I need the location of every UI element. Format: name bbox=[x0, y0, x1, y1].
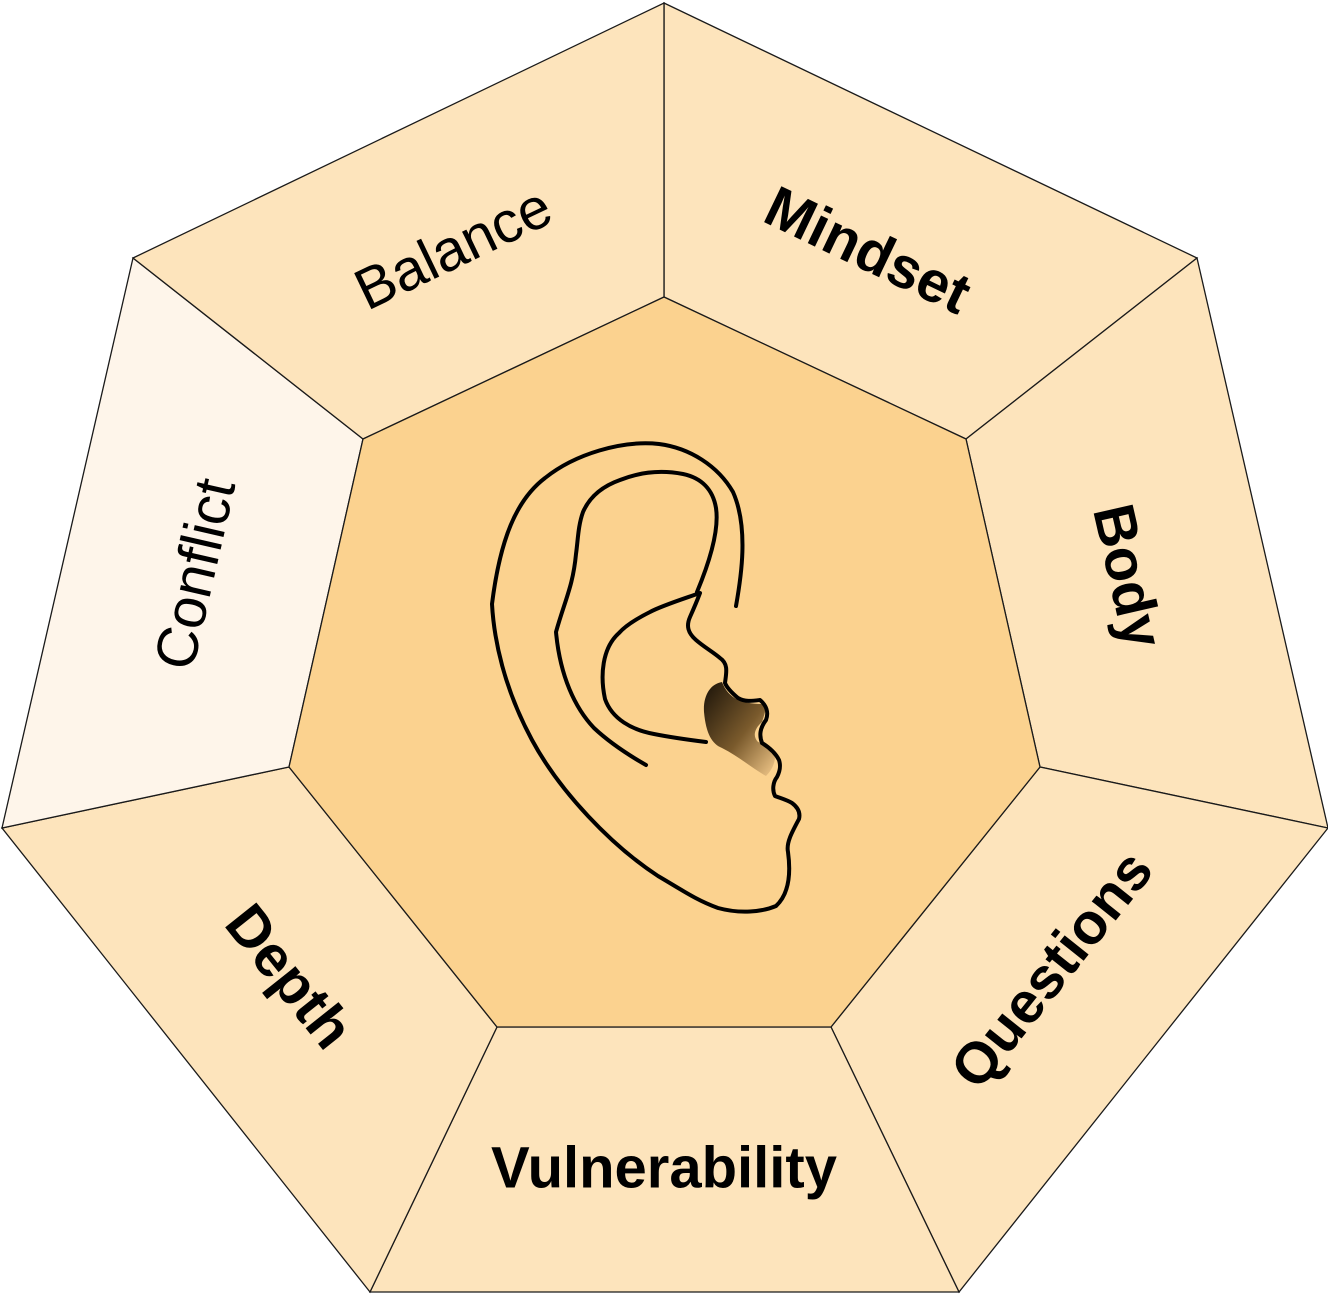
ear-icon bbox=[490, 441, 802, 914]
segment-label-vulnerability: Vulnerability bbox=[491, 1135, 837, 1200]
center-heptagon bbox=[288, 296, 1041, 1028]
